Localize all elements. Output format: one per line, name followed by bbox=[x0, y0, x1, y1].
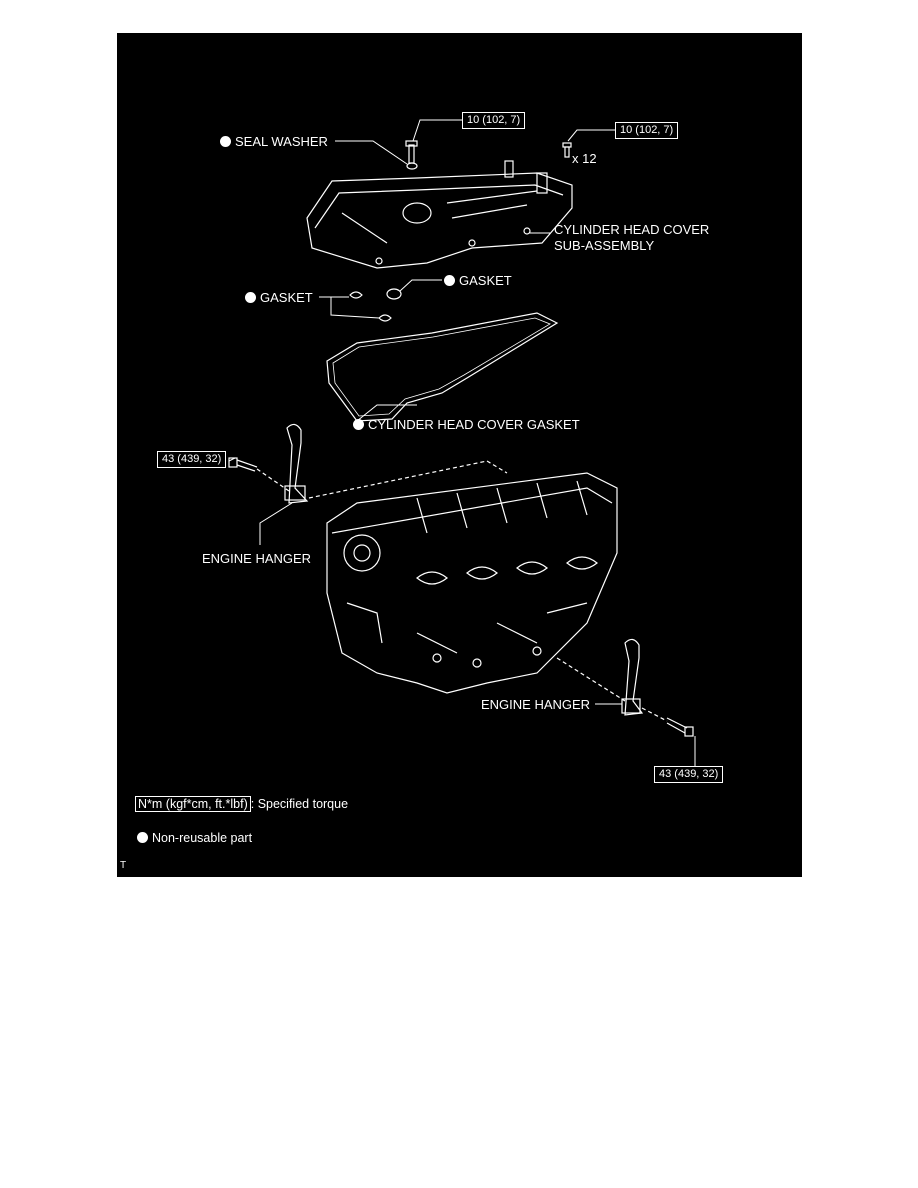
cylinder-head-cover-icon bbox=[306, 160, 573, 269]
cover-gasket-icon bbox=[326, 312, 559, 422]
legend-torque: N*m (kgf*cm, ft.*lbf): Specified torque bbox=[135, 796, 349, 812]
legend-torque-text: : Specified torque bbox=[250, 797, 349, 811]
nonreusable-dot-icon bbox=[220, 136, 231, 147]
nonreusable-dot-icon bbox=[353, 419, 364, 430]
torque-spec-hanger-right: 43 (439, 32) bbox=[654, 766, 724, 783]
cylinder-head-cover-label-line2: SUB-ASSEMBLY bbox=[554, 238, 655, 253]
corner-mark: T bbox=[120, 860, 127, 871]
cylinder-head-cover-gasket-label: CYLINDER HEAD COVER GASKET bbox=[353, 417, 580, 432]
cylinder-head-cover-label-line1: CYLINDER HEAD COVER bbox=[554, 222, 710, 237]
legend-nonreusable: Non-reusable part bbox=[137, 831, 252, 846]
torque-spec-top-left: 10 (102, 7) bbox=[462, 112, 526, 129]
engine-hanger-label-right: ENGINE HANGER bbox=[481, 697, 591, 712]
gasket-icon bbox=[349, 291, 363, 299]
diagram-panel: SEAL WASHER 10 (102, 7) 10 (102, 7) x 12… bbox=[117, 33, 802, 877]
bolt-icon bbox=[405, 140, 418, 164]
torque-spec-hanger-left: 43 (439, 32) bbox=[157, 451, 227, 468]
bolt-icon bbox=[228, 457, 258, 472]
bolt-icon bbox=[666, 717, 694, 737]
nonreusable-dot-icon bbox=[245, 292, 256, 303]
seal-washer-label: SEAL WASHER bbox=[220, 134, 328, 149]
nonreusable-dot-icon bbox=[444, 275, 455, 286]
leader-lines bbox=[228, 119, 696, 766]
legend-torque-unit: N*m (kgf*cm, ft.*lbf) bbox=[135, 796, 251, 812]
gasket-icon bbox=[386, 288, 402, 300]
gasket-label-right: GASKET bbox=[444, 273, 512, 288]
engine-hanger-icon bbox=[621, 638, 644, 716]
cylinder-head-icon bbox=[326, 472, 618, 694]
gasket-icon bbox=[378, 314, 392, 322]
bolt-quantity-label: x 12 bbox=[572, 151, 597, 166]
engine-hanger-icon bbox=[284, 423, 309, 504]
gasket-label-left: GASKET bbox=[245, 290, 313, 305]
bolt-icon bbox=[562, 142, 572, 158]
seal-washer-icon bbox=[406, 162, 418, 170]
nonreusable-dot-icon bbox=[137, 832, 148, 843]
engine-hanger-label-left: ENGINE HANGER bbox=[202, 551, 312, 566]
torque-spec-top-right: 10 (102, 7) bbox=[615, 122, 679, 139]
exploded-view-drawing bbox=[228, 119, 696, 766]
